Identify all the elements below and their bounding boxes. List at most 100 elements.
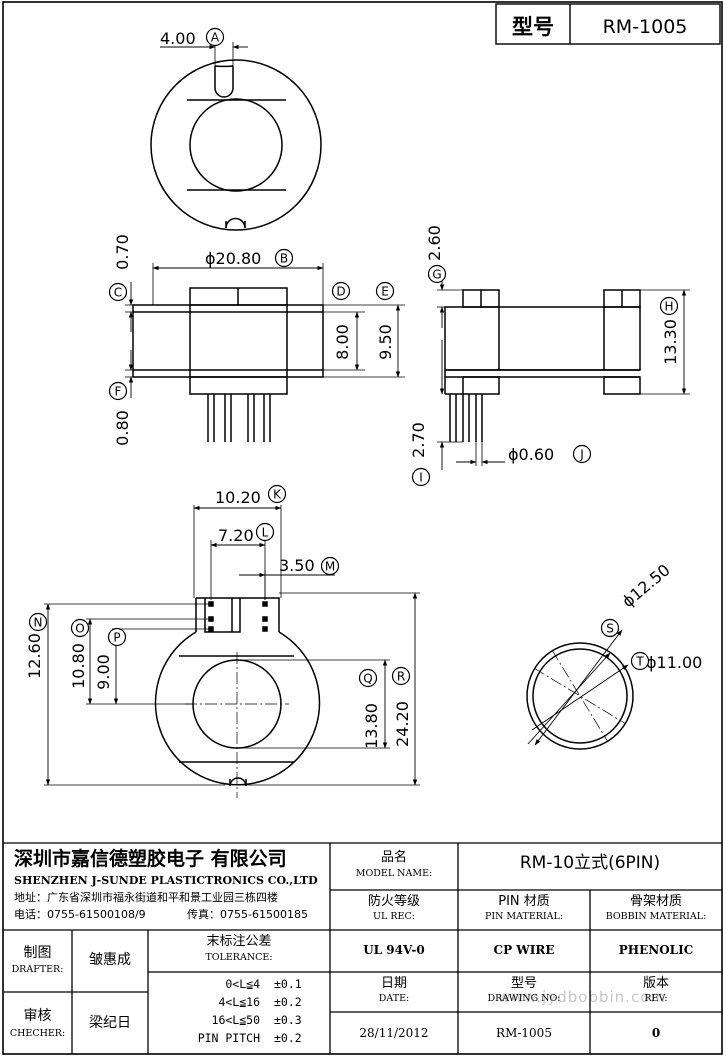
- tag-letter: I: [419, 471, 423, 485]
- tag-letter: O: [75, 622, 84, 636]
- tag-i: I: [411, 467, 431, 487]
- drafter-label-en: DRAFTER:: [11, 964, 64, 975]
- dim-m-value: 3.50: [279, 556, 315, 575]
- tag-letter: R: [397, 670, 405, 684]
- tag-o: O: [70, 618, 90, 638]
- tag-k: K: [267, 484, 287, 504]
- tag-letter: T: [635, 655, 644, 669]
- tolerance-value: ±0.2: [274, 995, 302, 1009]
- dim-n-value: 12.60: [25, 633, 44, 679]
- dim-k-value: 10.20: [215, 488, 261, 507]
- dim-e-value: 9.50: [376, 324, 395, 360]
- dim-a-value: 4.00: [160, 29, 196, 48]
- side-view: [437, 268, 690, 470]
- tolerance-row: 16<L≦50 ±0.3: [150, 1013, 328, 1031]
- company-name-en: SHENZHEN J-SUNDE PLASTICTRONICS CO.,LTD: [14, 874, 318, 887]
- tolerance-range: 0<L≦4: [225, 977, 260, 991]
- date-label-cn: 日期: [380, 976, 407, 991]
- bobbin-material-label-en: BOBBIN MATERIAL:: [605, 911, 707, 922]
- tolerance-row: PIN PITCH ±0.2: [150, 1031, 328, 1049]
- tag-f: F: [108, 381, 128, 401]
- drawing-no-value: RM-1005: [496, 1026, 552, 1040]
- bobbin-material-label-cn: 骨架材质: [629, 894, 682, 909]
- drafter-label-cn: 制图: [23, 945, 52, 961]
- checker-name: 梁纪日: [89, 1015, 131, 1031]
- tolerance-value: ±0.3: [274, 1013, 302, 1027]
- front-view: [125, 263, 405, 442]
- tag-letter: G: [432, 268, 441, 282]
- tolerance-row: 4<L≦16 ±0.2: [150, 995, 328, 1013]
- dim-g-value: 2.60: [425, 225, 444, 261]
- tag-q: Q: [358, 668, 378, 688]
- pin-material-label-cn: PIN 材质: [498, 894, 550, 909]
- tolerance-range: PIN PITCH: [197, 1031, 260, 1045]
- tag-c: C: [108, 282, 128, 302]
- top-view: [150, 42, 322, 231]
- tag-letter: J: [579, 448, 584, 462]
- dim-c-value: 0.70: [113, 234, 132, 270]
- dim-j-value: ϕ0.60: [508, 445, 554, 464]
- dim-o-value: 10.80: [69, 643, 88, 689]
- tag-e: E: [375, 281, 395, 301]
- dim-b-value: ϕ20.80: [205, 249, 261, 268]
- dim-t-value: ϕ11.00: [646, 653, 702, 672]
- tag-letter: L: [262, 526, 269, 540]
- tag-j: J: [572, 444, 592, 464]
- tag-letter: E: [381, 285, 389, 299]
- tag-b: B: [274, 248, 294, 268]
- tube-section: [526, 629, 634, 750]
- model-name-value: RM-10立式(6PIN): [519, 853, 661, 873]
- tag-letter: N: [34, 616, 43, 630]
- header-type-label: 型号: [512, 15, 554, 39]
- tag-n: N: [28, 612, 48, 632]
- ul-rec-value: UL 94V-0: [363, 943, 425, 957]
- tag-letter: K: [273, 488, 282, 502]
- dim-f-value: 0.80: [113, 410, 132, 446]
- pin-material-label-en: PIN MATERIAL:: [484, 911, 564, 922]
- dim-i-value: 2.70: [409, 422, 428, 458]
- tolerance-range: 16<L≦50: [211, 1013, 260, 1027]
- company-phone: 电话：0755-61500108/9: [14, 908, 146, 921]
- model-name-label-en: MODEL NAME:: [355, 868, 433, 879]
- tag-letter: Q: [363, 672, 372, 686]
- drawing-no-label-cn: 型号: [510, 976, 537, 991]
- tag-d: D: [331, 281, 351, 301]
- checker-label-cn: 审核: [23, 1008, 52, 1024]
- model-name-label-cn: 品名: [380, 850, 407, 865]
- tag-l: L: [255, 522, 275, 542]
- header-box: 型号 RM-1005: [495, 3, 721, 45]
- reference-tags: A B C D E F G H I J K L M N O P Q R S T: [28, 27, 679, 688]
- tolerance-value: ±0.2: [274, 1031, 302, 1045]
- tolerance-table: 0<L≦4 ±0.1 4<L≦16 ±0.2 16<L≦50 ±0.3 PIN …: [150, 977, 328, 1049]
- tag-letter: A: [211, 31, 220, 45]
- tag-r: R: [391, 666, 411, 686]
- dim-h-value: 13.30: [661, 319, 680, 365]
- tolerance-label-cn: 末标注公差: [206, 934, 272, 949]
- date-value: 28/11/2012: [359, 1026, 429, 1040]
- dim-d-value: 8.00: [333, 324, 352, 360]
- bobbin-material-value: PHENOLIC: [618, 943, 694, 957]
- dim-r-value: 24.20: [393, 701, 412, 747]
- tolerance-label-en: TOLERANCE:: [205, 952, 273, 963]
- tag-t: T: [630, 651, 650, 671]
- tag-a: A: [205, 27, 225, 47]
- rev-label-en: REV:: [644, 993, 668, 1004]
- tag-letter: C: [114, 286, 122, 300]
- dim-p-value: 9.00: [94, 654, 113, 690]
- tag-m: M: [320, 556, 340, 576]
- drafter-name: 皱惠成: [89, 952, 131, 968]
- tag-letter: P: [113, 631, 120, 645]
- tag-s: S: [600, 618, 620, 638]
- tag-h: H: [659, 296, 679, 316]
- tolerance-range: 4<L≦16: [218, 995, 260, 1009]
- dim-s-value: ϕ12.50: [618, 560, 673, 611]
- rev-label-cn: 版本: [642, 976, 669, 991]
- tolerance-value: ±0.1: [274, 977, 302, 991]
- date-label-en: DATE:: [378, 993, 410, 1004]
- company-name-cn: 深圳市嘉信德塑胶电子 有限公司: [14, 848, 287, 870]
- dim-q-value: 13.80: [362, 703, 381, 749]
- tag-letter: F: [115, 385, 122, 399]
- tag-g: G: [427, 264, 447, 284]
- drawing-no-label-en: DRAWING NO:: [487, 993, 561, 1004]
